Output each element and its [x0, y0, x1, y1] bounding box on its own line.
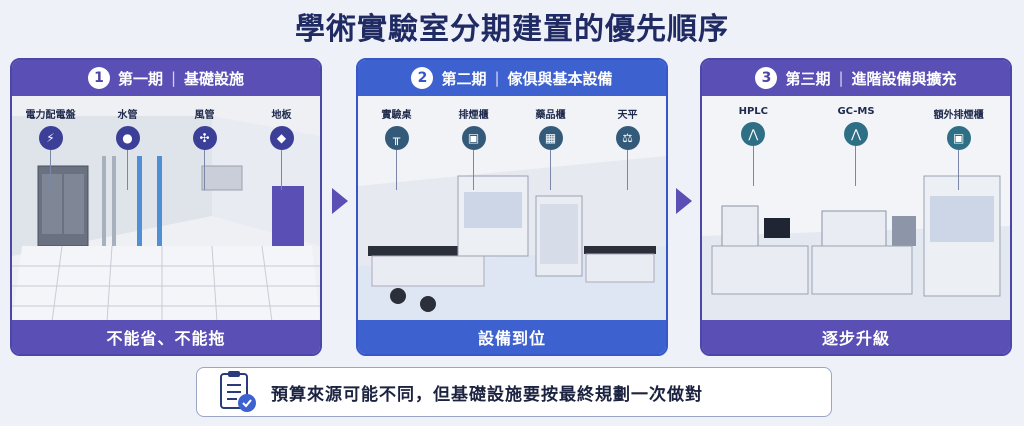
phase-3-separator: |: [838, 69, 844, 87]
icon-item-chem-cabinet: 藥品櫃 ▦: [516, 106, 586, 190]
fan-icon: ✣: [192, 126, 217, 150]
phase-3-number: 3: [755, 67, 778, 89]
icon-item-hplc: HPLC ⋀: [718, 106, 788, 190]
phase-2-number: 2: [411, 67, 434, 89]
icon-label-bench: 實驗桌: [381, 110, 412, 121]
furniture-illustration: [358, 96, 666, 322]
phase-1-name: 第一期: [117, 69, 163, 88]
icon-label-hplc: HPLC: [738, 106, 769, 117]
phase-1-header: 1 第一期 | 基礎設施: [12, 60, 320, 96]
icon-label-duct: 風管: [194, 110, 215, 121]
phase-3-header: 3 第三期 | 進階設備與擴充: [702, 60, 1010, 96]
icon-label-gcms: GC-MS: [837, 106, 875, 117]
cube-icon: ◆: [269, 126, 294, 150]
icon-item-water: 水管 ●: [93, 106, 163, 190]
pointer-line: [50, 150, 51, 190]
budget-note: 預算來源可能不同，但基礎設施要按最終規劃一次做對: [196, 367, 832, 417]
phase-1-footer: 不能省、不能拖: [12, 320, 320, 354]
icon-label-balance: 天平: [617, 110, 638, 121]
cabinet-icon: ▦: [538, 126, 563, 150]
phase-2-footer: 設備到位: [358, 320, 666, 354]
icon-label-chem-cabinet: 藥品櫃: [535, 110, 566, 121]
icon-item-duct: 風管 ✣: [170, 106, 240, 190]
pointer-line: [752, 146, 754, 186]
icon-label-water: 水管: [117, 110, 138, 121]
infrastructure-illustration: [12, 96, 320, 322]
table-icon: ╥: [384, 126, 409, 150]
pointer-line: [627, 150, 628, 190]
phase-3-panel: 3 第三期 | 進階設備與擴充 HPLC ⋀ GC-MS ⋀ 額外排煙櫃 ▣: [700, 58, 1012, 356]
pointer-line: [855, 146, 857, 186]
phase-2-header: 2 第二期 | 傢俱與基本設備: [358, 60, 666, 96]
icon-item-floor: 地板 ◆: [247, 106, 317, 190]
chromatogram-icon: ⋀: [741, 122, 766, 146]
pointer-line: [281, 150, 282, 190]
phase-3-footer: 逐步升級: [702, 320, 1010, 354]
phase-1-icon-row: 電力配電盤 ⚡ 水管 ● 風管 ✣ 地板 ◆: [12, 106, 320, 190]
icon-label-floor: 地板: [271, 110, 292, 121]
balance-icon: ⚖: [615, 126, 640, 150]
icon-label-fume-hood: 排煙櫃: [458, 110, 489, 121]
icon-item-power: 電力配電盤 ⚡: [16, 106, 86, 190]
page-title: 學術實驗室分期建置的優先順序: [295, 12, 729, 47]
icon-item-fume-hood: 排煙櫃 ▣: [439, 106, 509, 190]
phase-2-separator: |: [494, 69, 500, 87]
icon-item-extra-hood: 額外排煙櫃 ▣: [924, 106, 994, 190]
water-drop-icon: ●: [115, 126, 140, 150]
phase-2-panel: 2 第二期 | 傢俱與基本設備 實驗桌 ╥ 排煙櫃 ▣ 藥品櫃 ▦: [356, 58, 668, 356]
pointer-line: [473, 150, 474, 190]
phase-2-subtitle: 傢俱與基本設備: [507, 69, 613, 88]
icon-item-bench: 實驗桌 ╥: [362, 106, 432, 190]
spectrum-icon: ⋀: [843, 122, 868, 146]
budget-note-text: 預算來源可能不同，但基礎設施要按最終規劃一次做對: [271, 384, 703, 405]
phase-2-icon-row: 實驗桌 ╥ 排煙櫃 ▣ 藥品櫃 ▦ 天平 ⚖: [358, 106, 666, 190]
pointer-line: [396, 150, 397, 190]
pointer-line: [127, 150, 128, 190]
icon-item-gcms: GC-MS ⋀: [821, 106, 891, 190]
icon-item-balance: 天平 ⚖: [593, 106, 663, 190]
pointer-line: [550, 150, 551, 190]
pointer-line: [204, 150, 205, 190]
icon-label-power: 電力配電盤: [25, 110, 76, 121]
pointer-line: [958, 150, 960, 190]
phase-1-subtitle: 基礎設施: [184, 69, 245, 88]
icon-label-extra-hood: 額外排煙櫃: [933, 110, 984, 121]
lightning-icon: ⚡: [38, 126, 63, 150]
arrow-1-to-2: [332, 188, 348, 214]
arrow-2-to-3: [676, 188, 692, 214]
phase-1-separator: |: [170, 69, 177, 87]
fume-hood-icon: ▣: [946, 126, 971, 150]
phase-3-name: 第三期: [785, 69, 831, 88]
fume-hood-icon: ▣: [461, 126, 486, 150]
phase-1-number: 1: [87, 67, 110, 89]
checklist-icon: [220, 371, 256, 412]
phase-3-subtitle: 進階設備與擴充: [851, 69, 957, 88]
phase-1-panel: 1 第一期 | 基礎設施 電力配電盤 ⚡ 水管 ●: [10, 58, 322, 356]
phase-2-name: 第二期: [441, 69, 487, 88]
phase-3-icon-row: HPLC ⋀ GC-MS ⋀ 額外排煙櫃 ▣: [702, 106, 1010, 190]
